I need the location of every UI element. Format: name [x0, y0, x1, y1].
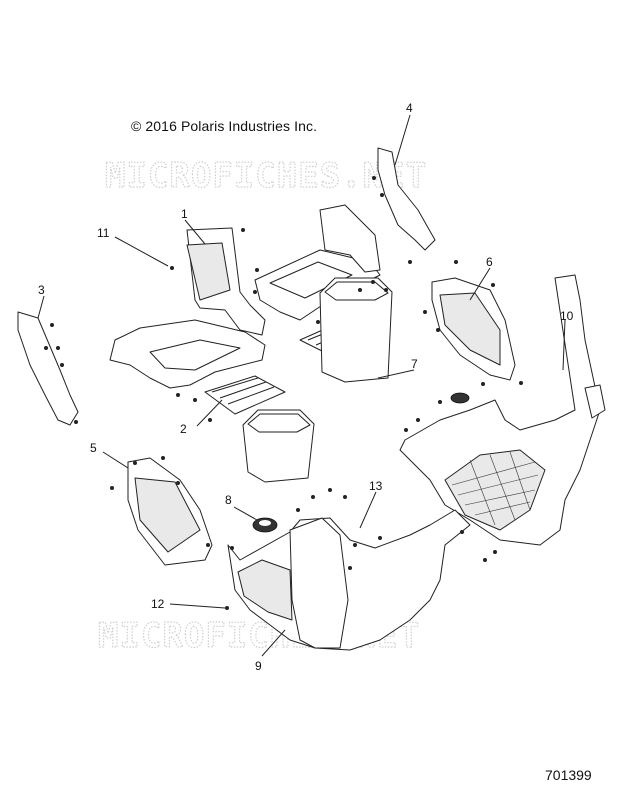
callout-4: 4	[406, 101, 413, 115]
callout-12: 12	[151, 597, 165, 611]
callout-5: 5	[90, 441, 97, 455]
callout-9: 9	[255, 659, 262, 673]
part-9-front-floor	[227, 509, 471, 651]
part-10-rear-floor	[399, 274, 606, 546]
callout-1: 1	[181, 207, 188, 221]
drawing-number: 701399	[545, 767, 592, 783]
leader-lines	[37, 114, 566, 657]
callout-3: 3	[38, 283, 45, 297]
watermark-top: MICROFICHES.NET	[105, 156, 427, 196]
part-6-closeout-right	[431, 277, 516, 381]
callout-11: 11	[97, 226, 110, 240]
callout-2: 2	[180, 422, 187, 436]
part-5-closeout-left	[127, 457, 213, 566]
callout-6: 6	[486, 255, 493, 269]
part-7-storage-bin	[242, 277, 393, 483]
part-1-floor-frame	[109, 204, 381, 389]
part-3-side-panel-left	[17, 311, 79, 426]
part-8-latch	[252, 392, 470, 533]
callout-7: 7	[411, 357, 418, 371]
callout-8: 8	[225, 493, 232, 507]
part-4-side-panel-right	[377, 147, 436, 251]
copyright-text: © 2016 Polaris Industries Inc.	[131, 118, 318, 134]
callout-10: 10	[560, 309, 574, 323]
fasteners	[44, 176, 523, 610]
callout-labels: 1 2 3 4 5 6 7 8 9 10 11 12 13	[38, 101, 574, 673]
callout-13: 13	[369, 479, 383, 493]
